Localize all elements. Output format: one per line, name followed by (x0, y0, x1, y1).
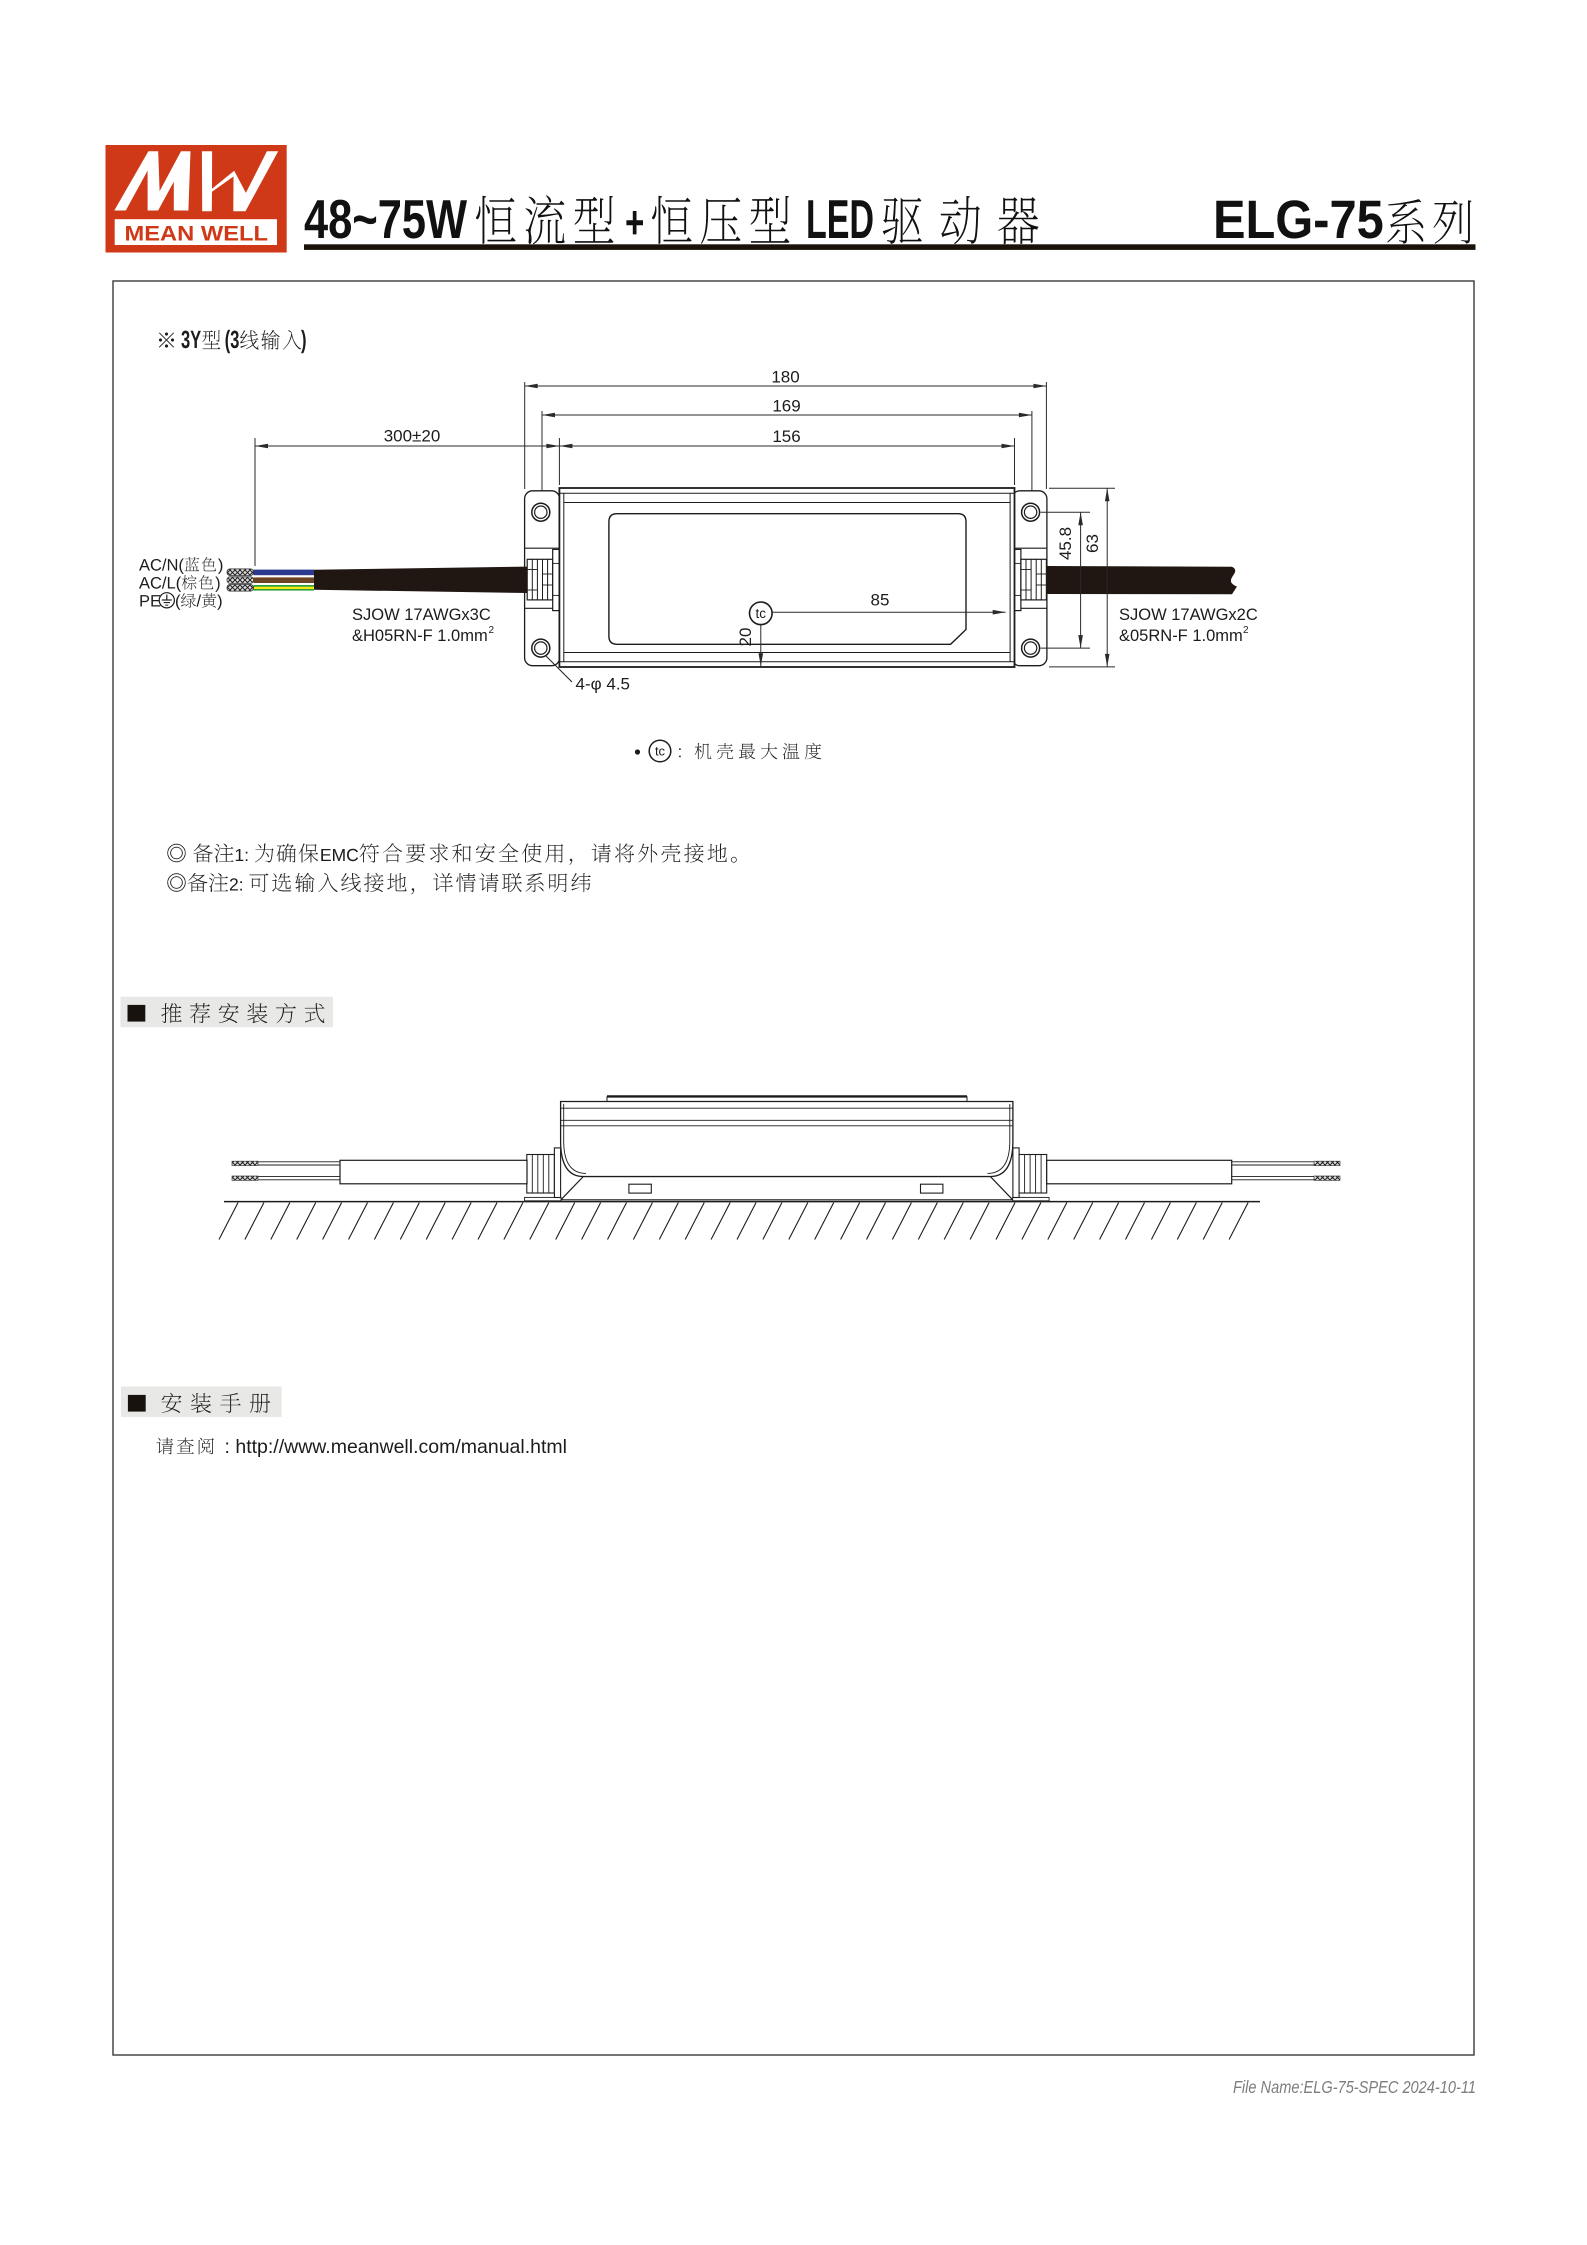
svg-text:SJOW 17AWGx2C: SJOW 17AWGx2C (1119, 606, 1258, 624)
svg-text:File Name:ELG-75-SPEC 2024-10: File Name:ELG-75-SPEC 2024-10-11 (1233, 2077, 1476, 2097)
svg-text:MEAN WELL: MEAN WELL (125, 222, 269, 246)
svg-text:85: 85 (871, 591, 890, 610)
svg-text:&05RN-F 1.0mm: &05RN-F 1.0mm (1119, 627, 1243, 645)
svg-text:20: 20 (736, 628, 755, 647)
svg-text:180: 180 (771, 368, 799, 387)
svg-text:45.8: 45.8 (1056, 527, 1075, 560)
svg-text:SJOW 17AWGx3C: SJOW 17AWGx3C (352, 606, 491, 624)
svg-text:: http://www.meanwell.com/manu: : http://www.meanwell.com/manual.html (219, 1436, 567, 1458)
svg-text:63: 63 (1083, 534, 1102, 553)
svg-text:2: 2 (1243, 625, 1249, 636)
svg-text:4-φ 4.5: 4-φ 4.5 (576, 675, 631, 694)
svg-text:2: 2 (489, 625, 495, 636)
svg-text:&H05RN-F 1.0mm: &H05RN-F 1.0mm (352, 627, 488, 645)
svg-text:tc: tc (655, 744, 666, 759)
svg-text:300±20: 300±20 (384, 427, 441, 446)
svg-text:tc: tc (756, 606, 767, 621)
svg-text:169: 169 (772, 397, 800, 416)
svg-text:156: 156 (772, 427, 800, 446)
